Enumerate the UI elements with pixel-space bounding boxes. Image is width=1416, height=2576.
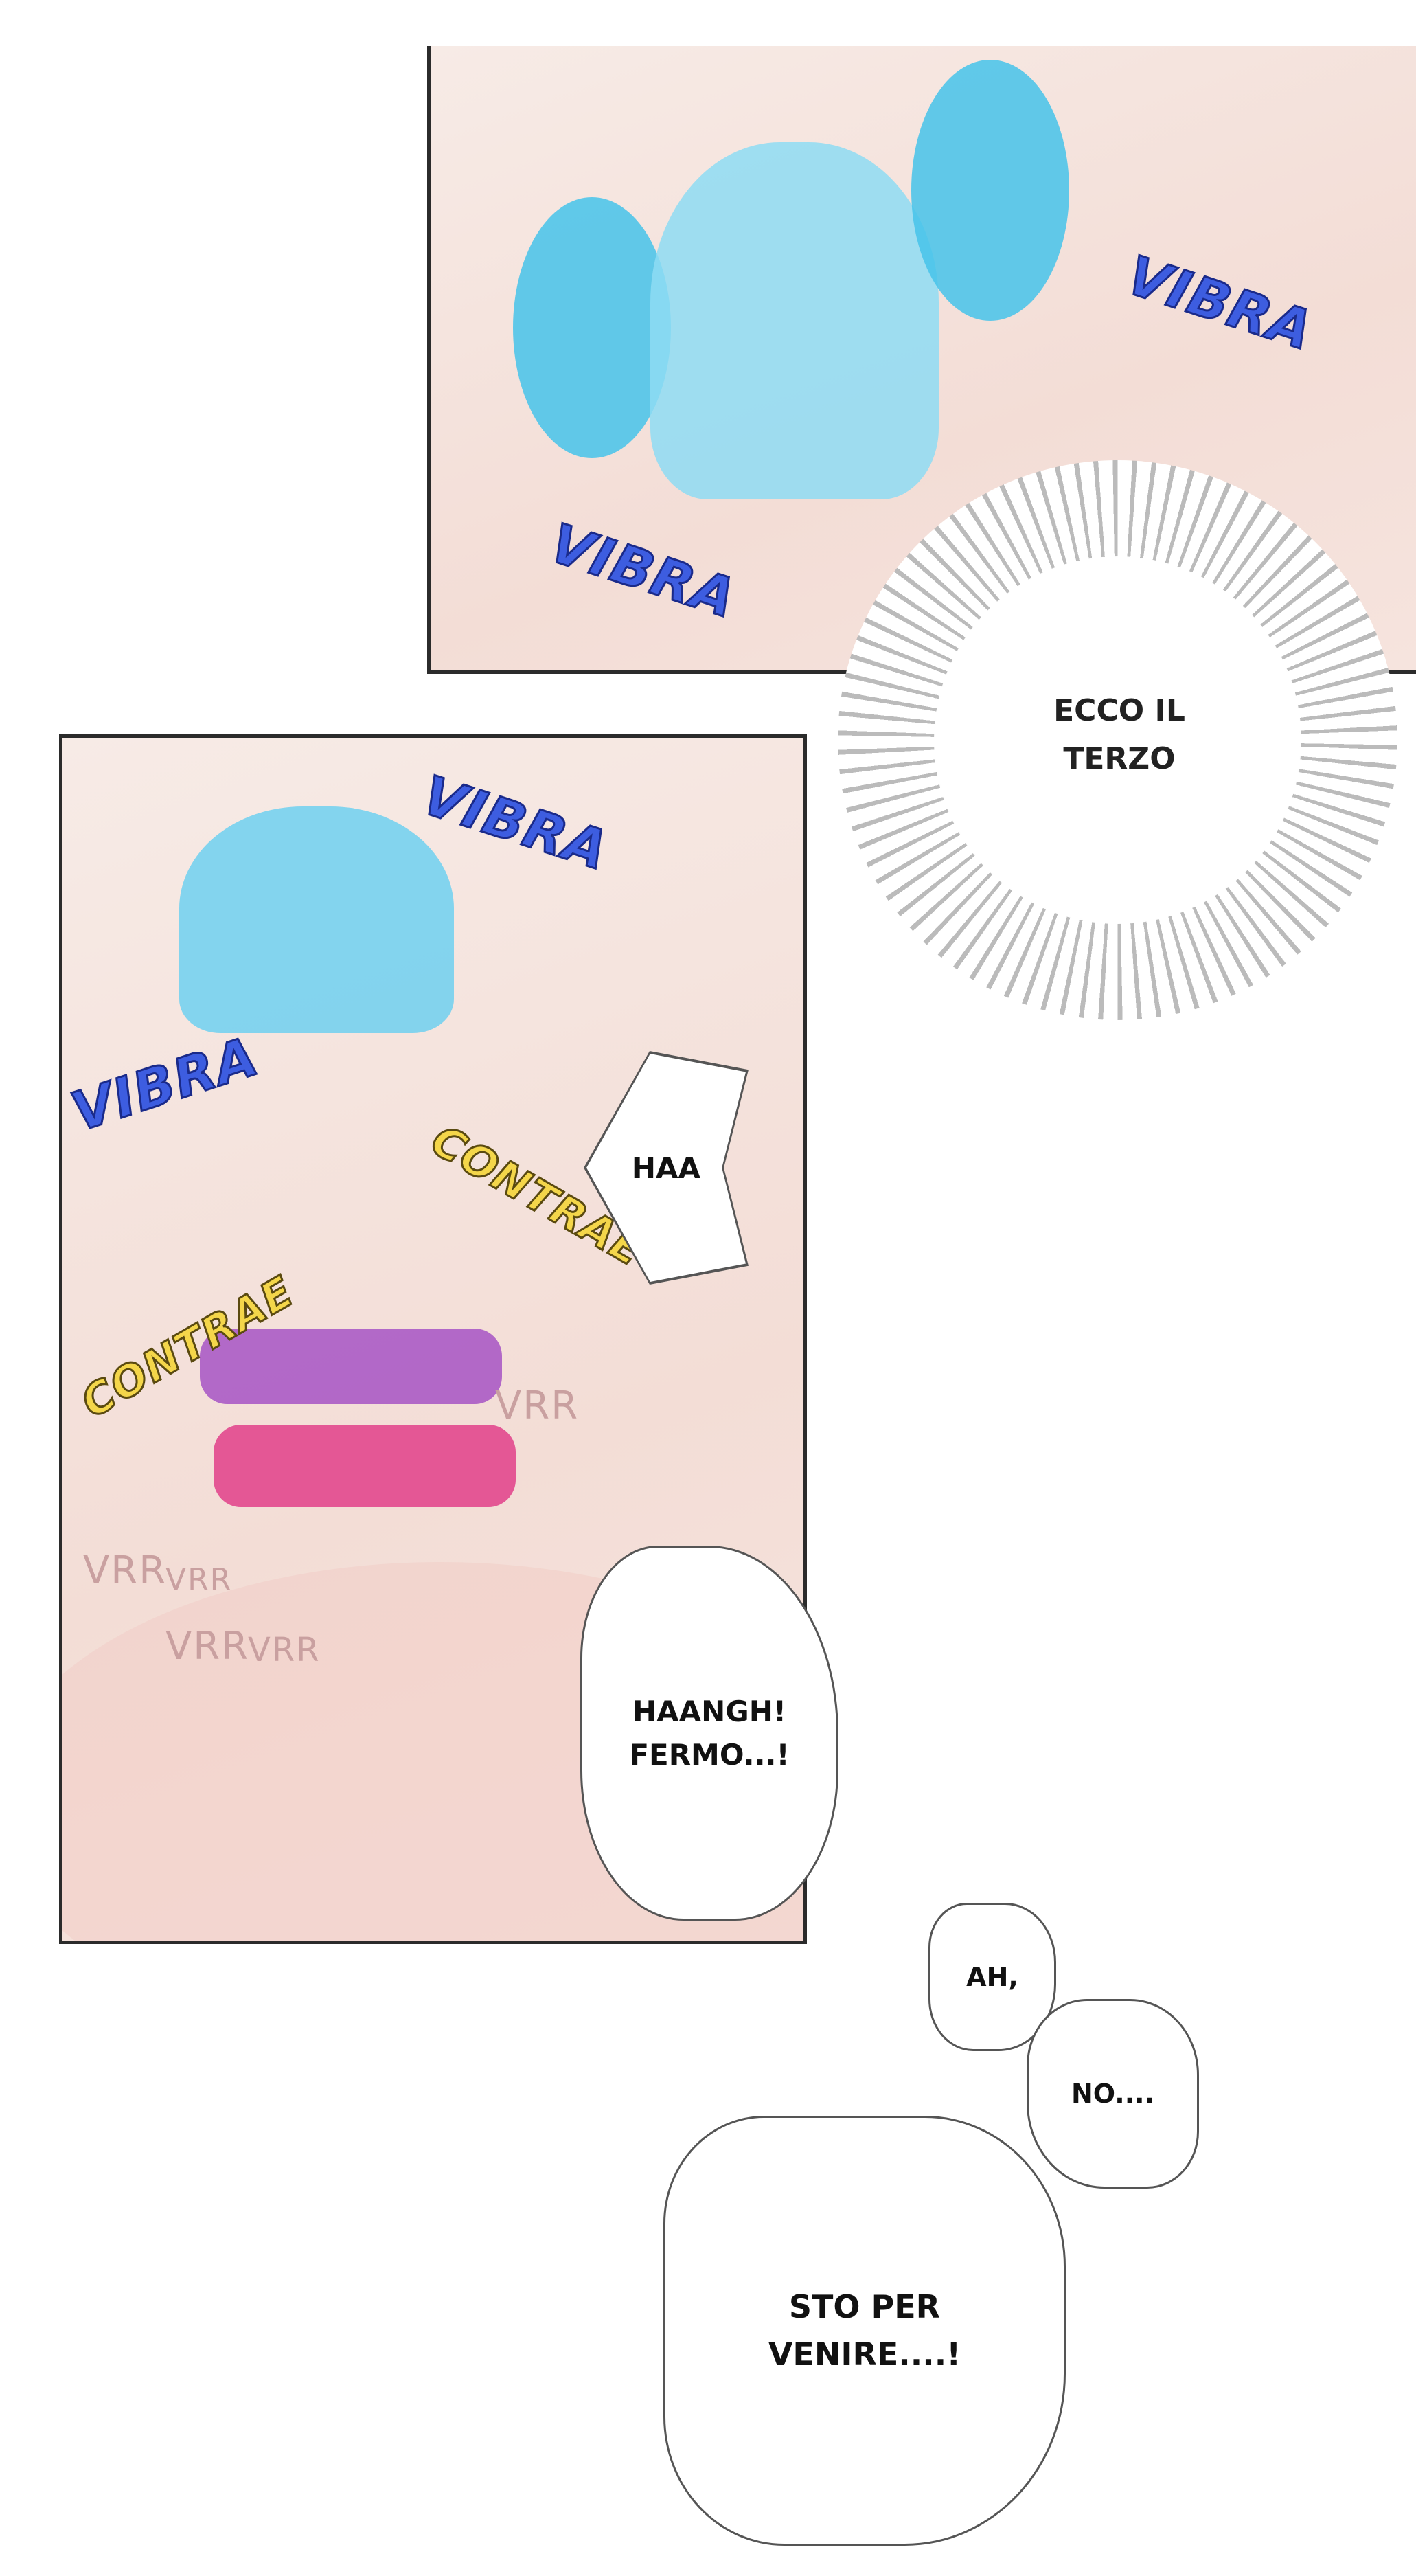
- sfx-vrr: VRR: [165, 1624, 250, 1669]
- speed-line-burst: [838, 460, 1397, 1020]
- sfx-vrr: VRR: [248, 1631, 321, 1669]
- abstract-shape: [200, 1329, 502, 1404]
- bubble-text: HAANGH! FERMO...!: [629, 1690, 789, 1776]
- bubble-text-line: VENIRE....!: [768, 2336, 961, 2373]
- sfx-vibra: VIBRA: [1118, 244, 1321, 364]
- bubble-text-line: STO PER: [788, 2288, 941, 2325]
- burst-text: ECCO IL TERZO: [1009, 687, 1229, 784]
- burst-text-line: ECCO IL: [1053, 693, 1185, 728]
- speech-bubble-haangh: HAANGH! FERMO...!: [580, 1546, 838, 1921]
- speech-bubble-ah: AH,: [928, 1903, 1056, 2051]
- sfx-vibra: VIBRA: [541, 512, 744, 632]
- abstract-shape: [214, 1425, 516, 1507]
- sfx-vrr: VRR: [495, 1383, 580, 1428]
- bubble-text: AH,: [966, 1961, 1018, 1992]
- sfx-vibra: VIBRA: [413, 764, 617, 884]
- sfx-vrr: VRR: [83, 1548, 168, 1593]
- speech-bubble-no: NO....: [1027, 1999, 1199, 2189]
- bubble-text: STO PER VENIRE....!: [768, 2283, 961, 2378]
- abstract-shape: [650, 142, 939, 499]
- burst-text-line: TERZO: [1063, 741, 1176, 777]
- abstract-shape: [179, 806, 454, 1033]
- abstract-shape: [911, 60, 1069, 321]
- bubble-text-line: HAANGH!: [632, 1695, 787, 1728]
- bubble-text-line: FERMO...!: [629, 1738, 790, 1772]
- bubble-text: NO....: [1071, 2078, 1154, 2109]
- abstract-shape: [513, 197, 671, 458]
- speech-bubble-sto-per-venire: STO PER VENIRE....!: [663, 2116, 1066, 2546]
- sfx-vibra: VIBRA: [63, 1025, 266, 1145]
- sfx-vrr: VRR: [165, 1562, 233, 1597]
